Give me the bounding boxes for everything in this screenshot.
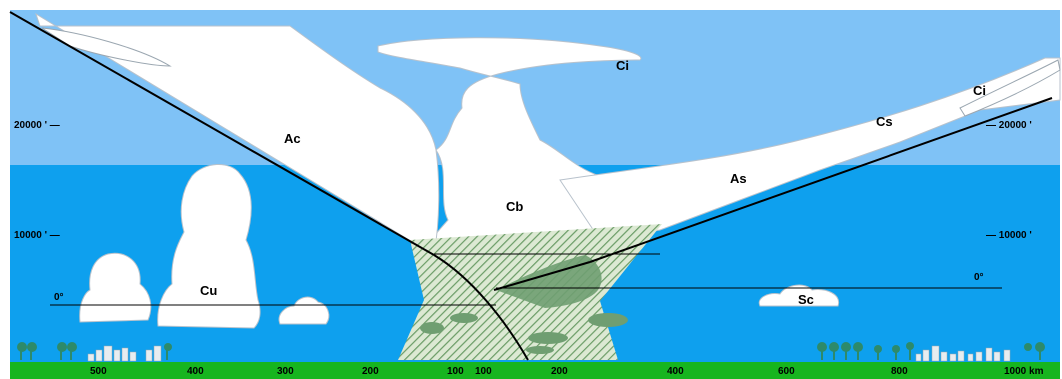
distance-label: 100	[447, 366, 464, 377]
trees-right	[817, 342, 1045, 360]
cirrostratus-layer	[559, 57, 1061, 241]
trees-left	[17, 342, 172, 360]
cold-front-line	[9, 11, 435, 256]
label-cb: Cb	[506, 199, 523, 214]
cloud-patch-4	[526, 346, 554, 354]
distance-label: 100	[475, 366, 492, 377]
cloud-patch-1	[420, 322, 444, 334]
warm-front-line	[589, 97, 1053, 263]
label-sc: Sc	[798, 292, 814, 307]
freezing-label-right: 0°	[974, 272, 984, 283]
label-cs: Cs	[876, 114, 893, 129]
freezing-label-left: 0°	[54, 292, 64, 303]
label-ac: Ac	[284, 131, 301, 146]
ground-strip	[10, 362, 1060, 379]
label-cu: Cu	[200, 283, 217, 298]
distance-label: 300	[277, 366, 294, 377]
distance-label: 800	[891, 366, 908, 377]
cirrus-wisp-left	[41, 27, 172, 67]
distance-label: 600	[778, 366, 795, 377]
cold-air-mass	[496, 255, 602, 308]
distance-label: 400	[667, 366, 684, 377]
cirrus-wisp-right	[959, 59, 1061, 117]
distance-label: 200	[551, 366, 568, 377]
cloud-patch-2	[450, 313, 478, 323]
warm-front-lower	[493, 261, 591, 291]
buildings-right	[915, 345, 1011, 362]
cumulus-small-right	[278, 296, 330, 325]
cumulus-tower-large	[157, 164, 261, 329]
distance-label: 500	[90, 366, 107, 377]
label-ci-right: Ci	[973, 83, 986, 98]
distance-label: 1000 km	[1004, 366, 1044, 377]
cloud-patch-5	[588, 313, 628, 327]
altitude-right-10000: — 10000 '	[986, 230, 1032, 241]
distance-label: 200	[362, 366, 379, 377]
altitude-left-20000: 20000 ' —	[14, 120, 60, 131]
label-as: As	[730, 171, 747, 186]
altitude-left-10000: 10000 ' —	[14, 230, 60, 241]
distance-label: 400	[187, 366, 204, 377]
cold-front-curve	[433, 254, 529, 361]
cloud-patch-3	[528, 332, 568, 344]
stratocumulus-cloud	[758, 284, 840, 307]
buildings-left	[87, 345, 162, 362]
distance-axis: 500 400 300 200 100 100 200 400 600 800 …	[90, 366, 1044, 377]
altocumulus-layer	[35, 12, 440, 256]
altitude-right-20000: — 20000 '	[986, 120, 1032, 131]
label-ci-top: Ci	[616, 58, 629, 73]
